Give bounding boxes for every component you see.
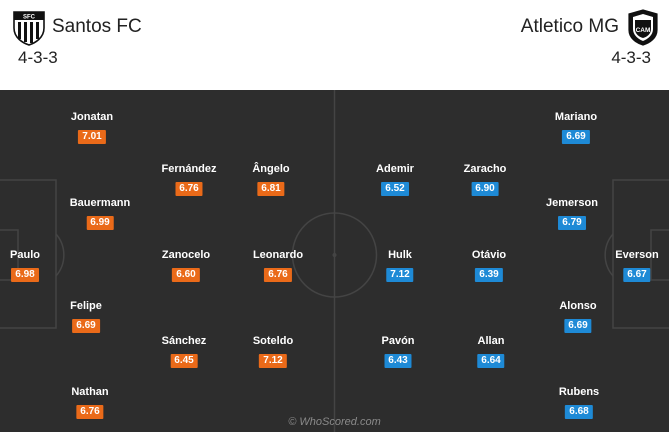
- atletico-mg-crest-icon: CAM: [628, 9, 658, 46]
- player-name: Jonatan: [70, 111, 114, 123]
- pitch-markings: [0, 90, 669, 432]
- player-rating: 7.12: [386, 268, 414, 282]
- player-marker[interactable]: Ademir 6.52: [376, 163, 414, 196]
- player-rating: 6.68: [565, 405, 593, 419]
- player-marker[interactable]: Rubens 6.68: [559, 386, 599, 419]
- player-marker[interactable]: Leonardo 6.76: [253, 249, 303, 282]
- player-marker[interactable]: Nathan 6.76: [71, 386, 109, 419]
- player-marker[interactable]: Sánchez 6.45: [161, 335, 207, 368]
- player-name: Leonardo: [252, 249, 304, 261]
- player-name: Soteldo: [252, 335, 294, 347]
- player-rating: 6.43: [384, 354, 412, 368]
- player-name: Alonso: [559, 300, 597, 312]
- player-name: Pavón: [381, 335, 415, 347]
- svg-text:CAM: CAM: [636, 27, 651, 34]
- player-rating: 6.69: [72, 319, 100, 333]
- player-rating: 6.45: [170, 354, 198, 368]
- match-header: SFC Santos FC 4-3-3 Atletico MG CAM 4-3-…: [0, 0, 669, 90]
- player-name: Paulo: [10, 249, 40, 261]
- player-marker[interactable]: Soteldo 7.12: [253, 335, 293, 368]
- player-rating: 6.64: [477, 354, 505, 368]
- player-marker[interactable]: Felipe 6.69: [70, 300, 102, 333]
- player-marker[interactable]: Ângelo 6.81: [252, 163, 290, 196]
- player-rating: 6.76: [264, 268, 292, 282]
- home-team-name[interactable]: Santos FC: [52, 16, 142, 37]
- player-name: Allan: [477, 335, 505, 347]
- watermark: © WhoScored.com: [288, 416, 381, 428]
- player-rating: 6.76: [76, 405, 104, 419]
- player-marker[interactable]: Otávio 6.39: [472, 249, 506, 282]
- player-rating: 6.69: [564, 319, 592, 333]
- player-marker[interactable]: Zaracho 6.90: [463, 163, 507, 196]
- player-rating: 6.39: [475, 268, 503, 282]
- player-marker[interactable]: Allan 6.64: [477, 335, 505, 368]
- player-name: Ademir: [376, 163, 414, 175]
- player-name: Otávio: [471, 249, 507, 261]
- player-marker[interactable]: Jonatan 7.01: [71, 111, 113, 144]
- player-name: Mariano: [554, 111, 598, 123]
- player-name: Jemerson: [546, 197, 598, 209]
- player-rating: 6.60: [172, 268, 200, 282]
- away-team-name[interactable]: Atletico MG: [520, 16, 619, 37]
- player-name: Bauermann: [69, 197, 131, 209]
- player-rating: 6.99: [86, 216, 114, 230]
- player-rating: 7.01: [78, 130, 106, 144]
- player-rating: 7.12: [259, 354, 287, 368]
- player-name: Zanocelo: [161, 249, 211, 261]
- player-marker[interactable]: Mariano 6.69: [555, 111, 597, 144]
- player-rating: 6.52: [381, 182, 409, 196]
- player-name: Zaracho: [463, 163, 507, 175]
- player-rating: 6.98: [11, 268, 39, 282]
- player-rating: 6.79: [558, 216, 586, 230]
- santos-crest-icon: SFC: [13, 11, 45, 46]
- player-marker[interactable]: Pavón 6.43: [381, 335, 415, 368]
- player-name: Ângelo: [252, 163, 290, 175]
- player-name: Nathan: [71, 386, 109, 398]
- player-rating: 6.81: [257, 182, 285, 196]
- player-name: Hulk: [388, 249, 412, 261]
- player-rating: 6.67: [623, 268, 651, 282]
- player-name: Sánchez: [161, 335, 207, 347]
- player-marker[interactable]: Bauermann 6.99: [69, 197, 131, 230]
- player-rating: 6.76: [175, 182, 203, 196]
- player-name: Fernández: [161, 163, 217, 175]
- player-marker[interactable]: Jemerson 6.79: [546, 197, 598, 230]
- player-name: Everson: [615, 249, 659, 261]
- player-rating: 6.69: [562, 130, 590, 144]
- player-marker[interactable]: Zanocelo 6.60: [162, 249, 210, 282]
- player-marker[interactable]: Hulk 7.12: [386, 249, 414, 282]
- player-marker[interactable]: Fernández 6.76: [161, 163, 217, 196]
- player-marker[interactable]: Everson 6.67: [615, 249, 659, 282]
- player-name: Felipe: [70, 300, 102, 312]
- away-formation: 4-3-3: [611, 48, 651, 67]
- player-marker[interactable]: Paulo 6.98: [10, 249, 40, 282]
- home-formation: 4-3-3: [18, 48, 58, 67]
- svg-text:SFC: SFC: [23, 15, 36, 21]
- player-marker[interactable]: Alonso 6.69: [559, 300, 597, 333]
- player-rating: 6.90: [471, 182, 499, 196]
- pitch: Jonatan 7.01 Fernández 6.76 Ângelo 6.81 …: [0, 90, 669, 432]
- player-name: Rubens: [558, 386, 600, 398]
